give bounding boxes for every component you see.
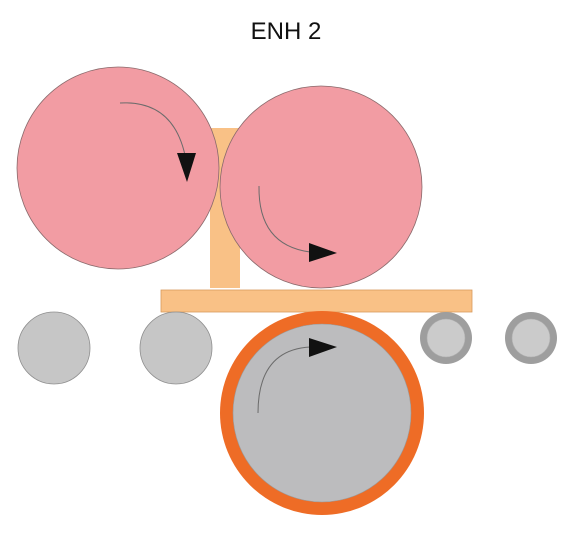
curved-arrow-icon: [258, 185, 311, 253]
support-roll-left: [17, 311, 91, 385]
top-right-roll: [219, 85, 423, 289]
bottom-roll-core: [232, 323, 412, 503]
support-roll-middle: [139, 311, 213, 385]
triangle-arrow-icon: [177, 153, 196, 182]
small-roll-right-2: [505, 312, 557, 364]
triangle-arrow-icon: [309, 338, 337, 357]
top-left-roll: [16, 66, 220, 270]
curved-arrow-icon: [119, 102, 187, 161]
diagram-title: ENH 2: [250, 18, 322, 45]
triangle-arrow-icon: [309, 243, 337, 262]
curved-arrow-icon: [257, 346, 311, 414]
horizontal-sheet: [160, 289, 473, 313]
small-roll-right-1: [420, 312, 472, 364]
